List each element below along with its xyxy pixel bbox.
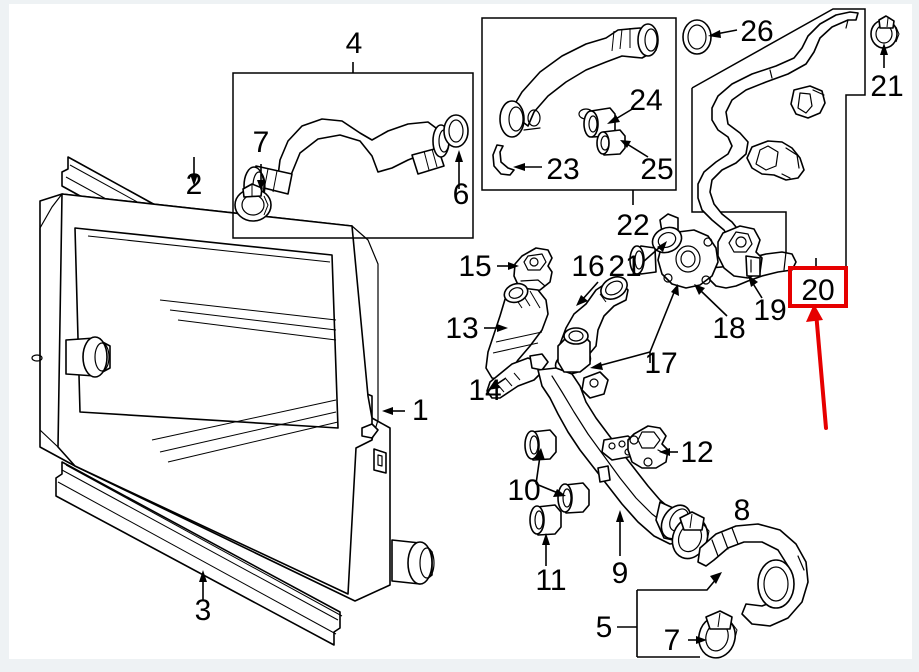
- callout-bracket-5: [617, 572, 722, 658]
- sensor-part-15: [497, 247, 553, 293]
- callout-label-17: 17: [644, 347, 677, 380]
- callout-label-25: 25: [640, 153, 673, 186]
- hose-clamp-part-8: [671, 511, 734, 560]
- callout-label-10: 10: [507, 474, 540, 507]
- callout-label-2: 2: [186, 168, 203, 201]
- bushing-part-24: [583, 107, 616, 138]
- callout-label-18: 18: [712, 312, 745, 345]
- grommet-part-10-b: [557, 482, 590, 514]
- callout-label-20: 20: [801, 274, 834, 307]
- coolant-hose-part-22: [499, 23, 659, 138]
- callout-label-5: 5: [596, 611, 613, 644]
- lower-air-guide-part-3: [55, 461, 343, 646]
- group-box-22: [481, 17, 677, 205]
- grommet-part-10-a: [524, 429, 557, 461]
- hose-clamp-part-14: [486, 353, 549, 399]
- group-box-20: [691, 8, 866, 268]
- callout-labels: 1 2 3 4 5 6 7 7 8 9 10 11 12 13 14 15 16…: [186, 15, 904, 657]
- callout-label-4: 4: [346, 27, 363, 60]
- o-ring-seal-part-26: [682, 19, 738, 55]
- callout-label-7-left: 7: [253, 126, 270, 159]
- callout-label-8: 8: [734, 494, 751, 527]
- group-box-4: [232, 62, 474, 239]
- callout-label-11: 11: [535, 564, 566, 597]
- bushing-part-25: [596, 129, 626, 156]
- highlight-box-20: [788, 266, 848, 308]
- callout-label-6: 6: [453, 178, 470, 211]
- pipe-clip-upper: [790, 85, 826, 119]
- callout-label-22: 22: [616, 209, 649, 242]
- hose-clamp-part-7-lower: [698, 610, 738, 659]
- callout-label-15: 15: [458, 250, 491, 283]
- hose-clamp-part-21-upper: [870, 15, 900, 68]
- callout-label-13: 13: [445, 312, 478, 345]
- callout-label-3: 3: [195, 594, 212, 627]
- highlight-annotation: [788, 266, 848, 430]
- hose-clamp-part-21-center: [642, 226, 683, 263]
- o-ring-seal-part-6: [443, 114, 469, 148]
- grommet-part-11: [529, 504, 562, 536]
- callout-label-12: 12: [680, 436, 713, 469]
- callout-label-21-center: 21: [608, 250, 641, 283]
- sensor-flange-part-19: [717, 225, 763, 299]
- callout-label-9: 9: [612, 557, 629, 590]
- pipe-clip-lower: [746, 140, 805, 181]
- callout-label-1: 1: [412, 394, 429, 427]
- callout-arrows-intercooler: [190, 157, 405, 600]
- callout-label-7-lower: 7: [664, 624, 681, 657]
- callout-label-24: 24: [629, 84, 662, 117]
- charge-air-hose-part-5: [697, 523, 809, 627]
- callout-label-16: 16: [571, 250, 604, 283]
- coolant-pipe-assembly-part-20: [697, 11, 859, 289]
- callout-label-21-upper: 21: [870, 70, 903, 103]
- callout-label-23: 23: [546, 153, 579, 186]
- callout-label-26: 26: [740, 15, 773, 48]
- charge-air-hose-part-4: [243, 118, 450, 206]
- intercooler-core-part-1: [31, 193, 435, 602]
- hose-clamp-part-7-left: [234, 183, 272, 222]
- retaining-clip-part-23: [492, 144, 515, 176]
- intercooler-assembly: [31, 156, 435, 646]
- sensor-part-12: [627, 425, 678, 469]
- callout-label-19: 19: [753, 294, 786, 327]
- callout-label-14: 14: [468, 374, 501, 407]
